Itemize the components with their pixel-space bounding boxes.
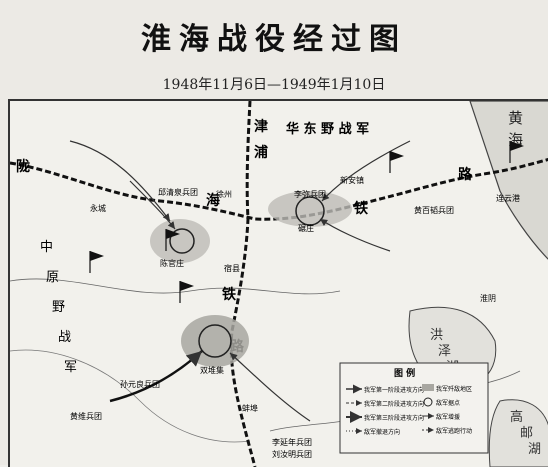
attack-arrow-2 [321,140,411,202]
flag-2 [89,251,104,273]
legend-item-7: 敌军增援 [436,413,460,421]
lake-label-hu-2: 湖 [528,442,541,457]
legend-item-6: 敌军据点 [436,399,460,407]
lake-gaoyou [488,399,548,467]
legend-item-4: 敌军撤退方向 [364,428,400,436]
place-xinanzhen: 新安镇 [340,175,364,185]
rail-char-jin: 津 [254,118,268,135]
map-svg: 黄 海 洪 泽 湖 高 邮 湖 陇 海 铁 路 津 浦 [10,101,548,467]
attack-arrow-5 [229,352,311,422]
rail-char-lu: 路 [458,166,473,183]
attack-arrow-6 [129,180,176,230]
rail-char-tie: 铁 [354,200,368,217]
place-huaiyin: 淮阴 [480,293,496,303]
unit-liyannian: 李延年兵团 [272,437,312,447]
place-chenguanzhuang: 陈官庄 [160,258,184,268]
encircle-ring-2 [169,228,195,254]
lake-label-hong: 洪 [430,328,443,343]
lake-label-ze: 泽 [438,344,451,359]
cp-army-char-4: 战 [58,330,71,345]
unit-sunyuanliang: 孙元良兵团 [120,379,160,389]
jinpu-railway [229,101,257,467]
longhai-railway [10,157,548,221]
rail-char-long: 陇 [16,158,30,175]
place-xuzhou: 徐州 [216,189,232,199]
unit-huangwei: 黄维兵团 [70,411,102,421]
east-china-army-label: 华 东 野 战 军 [286,121,369,137]
battle-area-chenguanzhuang [150,219,210,263]
river-1 [10,278,341,295]
flag-3 [165,229,180,251]
place-yongcheng: 永城 [90,203,106,213]
battle-map: 黄 海 洪 泽 湖 高 邮 湖 陇 海 铁 路 津 浦 [8,99,548,467]
flag-5 [509,141,524,163]
legend-item-2: 我军第二阶段进攻方向 [364,400,424,408]
unit-liuruming: 刘汝明兵团 [272,449,312,459]
flag-1 [389,151,404,173]
legend-item-8: 敌军逃跑行动 [436,427,472,435]
page-title: 淮海战役经过图 [141,22,407,57]
page-subtitle: 1948年11月6日—1949年1月10日 [162,77,386,93]
river-3 [10,349,251,443]
legend-title: 图 例 [394,367,415,379]
encircle-ring-1 [295,196,325,226]
place-bengbu: 蚌埠 [242,403,258,413]
place-suxian: 宿县 [224,263,240,273]
place-lianyungang: 连云港 [496,193,520,203]
battle-area-nianzhuang [268,191,352,227]
attack-arrow-4 [109,350,203,403]
cp-army-char-1: 中 [40,240,53,255]
attack-arrow-1 [69,140,171,222]
lake-label-you: 邮 [520,426,533,441]
sea-label-1: 黄 [508,109,523,127]
place-nianzhuang: 碾庄 [298,223,314,233]
place-shuangduiji: 双堆集 [200,365,224,375]
lake-label-gao: 高 [510,409,523,425]
attack-arrow-3 [319,218,391,252]
encircle-ring-3 [198,324,232,358]
unit-qiuqingquan: 邱清泉兵团 [158,187,198,197]
cp-army-char-2: 原 [46,270,59,285]
rail-char-hai: 海 [206,192,220,209]
legend-item-5: 我军歼敌地区 [436,385,472,393]
cp-army-char-3: 野 [52,300,65,315]
legend-item-1: 我军第一阶段进攻方向 [364,386,424,394]
unit-limi: 李弥兵团 [294,189,326,199]
unit-huangbaitao: 黄百韬兵团 [414,205,454,215]
legend: 图 例 我军第一阶段进攻方向 我军第二阶段进攻方向 我军第三阶段进攻方向 敌军撤… [339,362,489,454]
cp-army-char-5: 军 [64,360,77,375]
flag-4 [179,281,194,303]
rail-char-pu: 浦 [254,144,268,161]
legend-item-3: 我军第三阶段进攻方向 [364,414,424,422]
rail-char-tie-2: 铁 [222,286,236,303]
sea-area [469,101,548,260]
